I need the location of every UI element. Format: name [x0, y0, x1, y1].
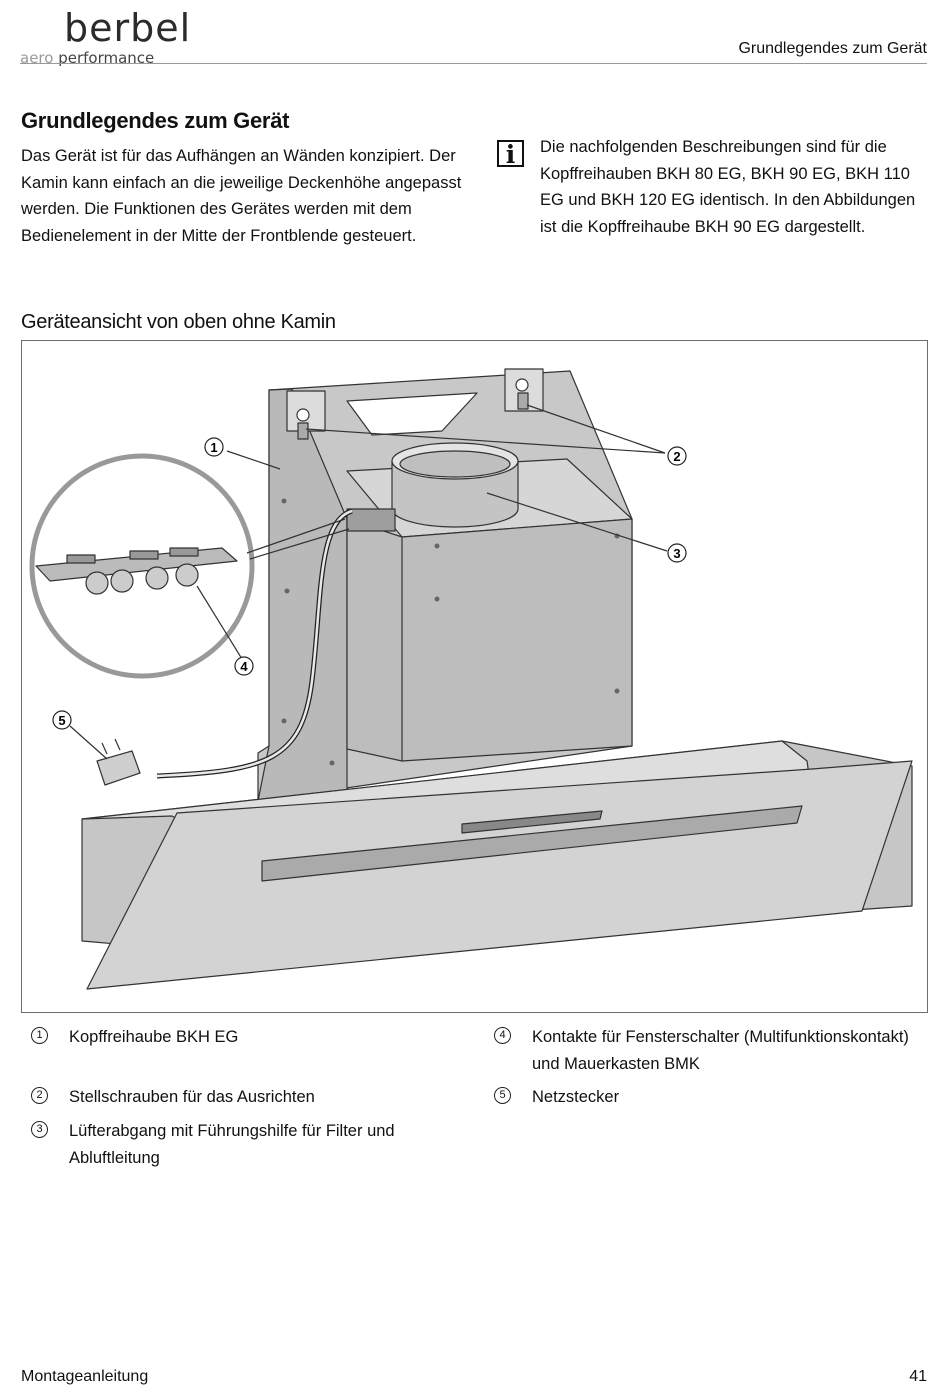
logo-tagline: aero performance: [20, 49, 154, 67]
legend-number-5: 5: [494, 1087, 511, 1104]
info-note: Die nachfolgenden Beschreibungen sind fü…: [540, 138, 916, 236]
footer-document-type: Montageanleitung: [21, 1368, 149, 1385]
callout-5-label: 5: [58, 713, 65, 728]
info-icon: i: [497, 140, 524, 169]
callout-4-label: 4: [240, 659, 248, 674]
legend-number-3: 3: [31, 1121, 48, 1138]
section-heading-basics: Grundlegendes zum Gerät: [21, 108, 290, 133]
logo-tagline-aero: aero: [20, 49, 54, 67]
fan-outlet: [391, 461, 519, 528]
callout-2: [667, 446, 687, 466]
mounting-bracket-left: [286, 390, 326, 440]
callout-4: [234, 656, 254, 676]
legend-number-2: 2: [31, 1087, 48, 1104]
legend-text-3: Lüfterabgang mit Führungshilfe für Filte…: [69, 1122, 395, 1167]
legend-text-4: Kontakte für Fensterschalter (Multifunkt…: [532, 1028, 909, 1073]
plug: [96, 738, 141, 786]
footer-page-number: 41: [909, 1368, 927, 1385]
legend-text-5: Netzstecker: [532, 1088, 620, 1106]
legend-number-4: 4: [494, 1027, 511, 1044]
logo-wordmark: berbel: [64, 6, 192, 50]
section-heading-top-view: Geräteansicht von oben ohne Kamin: [21, 311, 336, 333]
detail-contacts: [35, 547, 238, 595]
legend-text-2: Stellschrauben für das Ausrichten: [69, 1088, 315, 1106]
callout-2-label: 2: [673, 449, 680, 464]
callout-1-label: 1: [210, 440, 217, 455]
legend-text-1: Kopffreihaube BKH EG: [69, 1028, 239, 1046]
wall-cutout: [346, 392, 478, 436]
terminal-block: [346, 508, 396, 532]
appliance-illustration: 1 2 3 4 5: [21, 340, 928, 1013]
intro-paragraph: Das Gerät ist für das Aufhängen an Wände…: [21, 147, 462, 245]
control-slot: [261, 805, 803, 882]
header-section-title: Grundlegendes zum Gerät: [738, 40, 927, 57]
berbel-logo: berbel aero performance: [20, 6, 210, 67]
callout-5: [52, 710, 72, 730]
callout-1: [204, 437, 224, 457]
callout-3: [667, 543, 687, 563]
appliance-drawing: 1 2 3 4 5: [29, 368, 913, 990]
front-glass-panel: [86, 760, 913, 990]
logo-tagline-performance: performance: [58, 49, 155, 67]
mounting-bracket-right: [504, 368, 544, 412]
info-icon-glyph: i: [505, 140, 516, 169]
fan-housing-box: [346, 518, 633, 762]
header-divider: [20, 63, 927, 64]
legend-number-1: 1: [31, 1027, 48, 1044]
callout-3-label: 3: [673, 546, 680, 561]
